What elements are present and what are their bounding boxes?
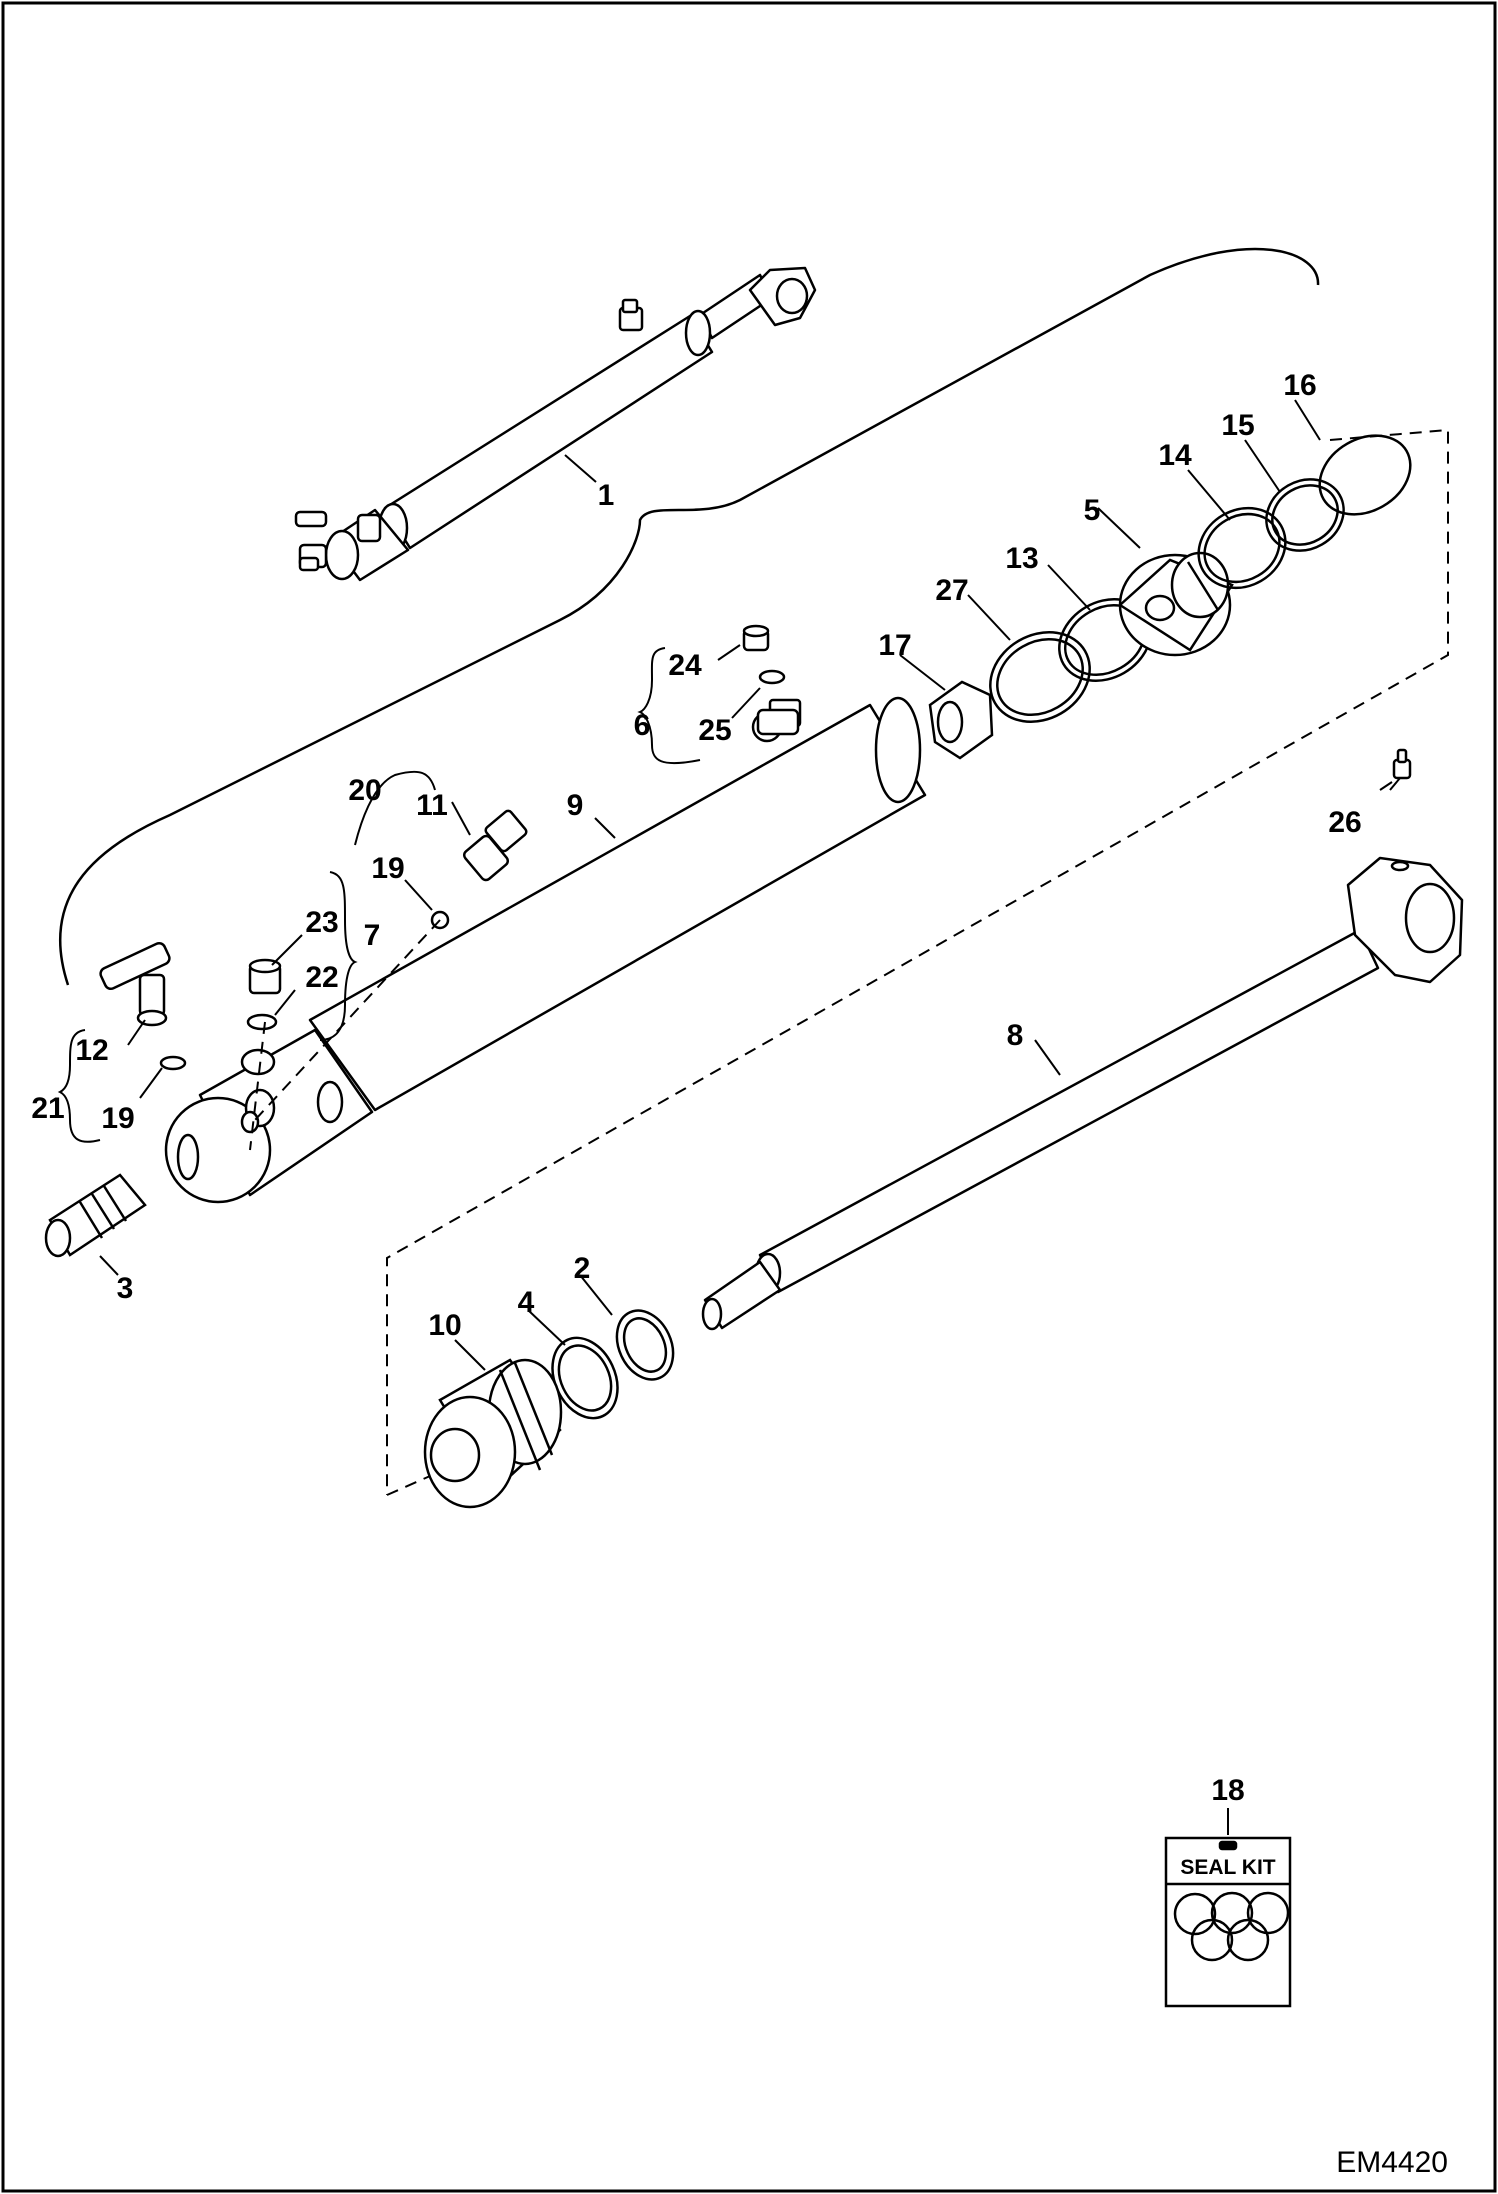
brace-20 <box>354 770 436 846</box>
callout-5: 5 <box>1084 494 1101 527</box>
callout-13: 13 <box>1005 542 1038 575</box>
callout-6: 6 <box>634 709 651 742</box>
rod-8 <box>701 856 1464 1331</box>
ring-16 <box>1318 434 1412 516</box>
callout-8: 8 <box>1007 1019 1024 1052</box>
callout-21: 21 <box>31 1092 64 1125</box>
seal-kit-label: SEAL KIT <box>1180 1856 1275 1879</box>
grease-fitting-26 <box>1392 748 1412 780</box>
callout-14: 14 <box>1158 439 1192 472</box>
callout-2: 2 <box>574 1252 591 1285</box>
nut-17 <box>928 680 994 760</box>
callout-20: 20 <box>348 774 381 807</box>
gland-10 <box>423 1358 563 1509</box>
brace-7 <box>319 871 358 1041</box>
assembly-bracket <box>58 247 1320 986</box>
seal-2 <box>615 1309 675 1381</box>
callout-19-lower: 19 <box>101 1102 134 1135</box>
barrel <box>164 696 927 1204</box>
piston-5 <box>1117 551 1234 657</box>
callout-27: 27 <box>935 574 968 607</box>
fitting-24 <box>742 624 770 652</box>
callout-17: 17 <box>878 629 911 662</box>
tee-fitting-12 <box>99 941 171 1027</box>
assembled-cylinder <box>294 266 817 582</box>
callout-18: 18 <box>1211 1774 1244 1807</box>
callout-22: 22 <box>305 961 338 994</box>
callout-26: 26 <box>1328 806 1361 839</box>
leader-lines <box>99 399 1401 1835</box>
callout-11: 11 <box>416 789 448 822</box>
plug-23 <box>248 958 282 995</box>
callout-10: 10 <box>428 1309 461 1342</box>
relief-valve-3 <box>44 1173 147 1258</box>
figure-code: EM4420 <box>1336 2146 1448 2179</box>
brace-21 <box>57 1029 101 1143</box>
callout-19-upper: 19 <box>371 852 404 885</box>
callout-25: 25 <box>698 714 731 747</box>
fitting-11 <box>462 809 528 882</box>
o-ring-22 <box>246 1013 278 1031</box>
fitting-6 <box>756 708 800 736</box>
brace-6 <box>637 647 701 765</box>
callout-7: 7 <box>364 919 381 952</box>
grouping-braces <box>57 647 701 1143</box>
seal-27 <box>989 631 1091 723</box>
seal-kit-package <box>1164 1836 1292 2008</box>
callout-3: 3 <box>117 1272 134 1305</box>
ring-15 <box>1265 478 1345 552</box>
callout-labels: 1 16 15 14 5 13 27 17 24 25 6 9 20 11 19… <box>31 369 1361 1807</box>
callout-15: 15 <box>1221 409 1254 442</box>
ring-14 <box>1197 506 1287 590</box>
callout-9: 9 <box>567 789 584 822</box>
callout-24: 24 <box>668 649 702 682</box>
callout-4: 4 <box>518 1286 535 1319</box>
callout-16: 16 <box>1283 369 1316 402</box>
o-ring-25 <box>758 669 786 685</box>
callout-1: 1 <box>598 479 615 512</box>
callout-12: 12 <box>75 1034 108 1067</box>
callout-23: 23 <box>305 906 338 939</box>
o-ring-19-lower <box>159 1055 187 1071</box>
